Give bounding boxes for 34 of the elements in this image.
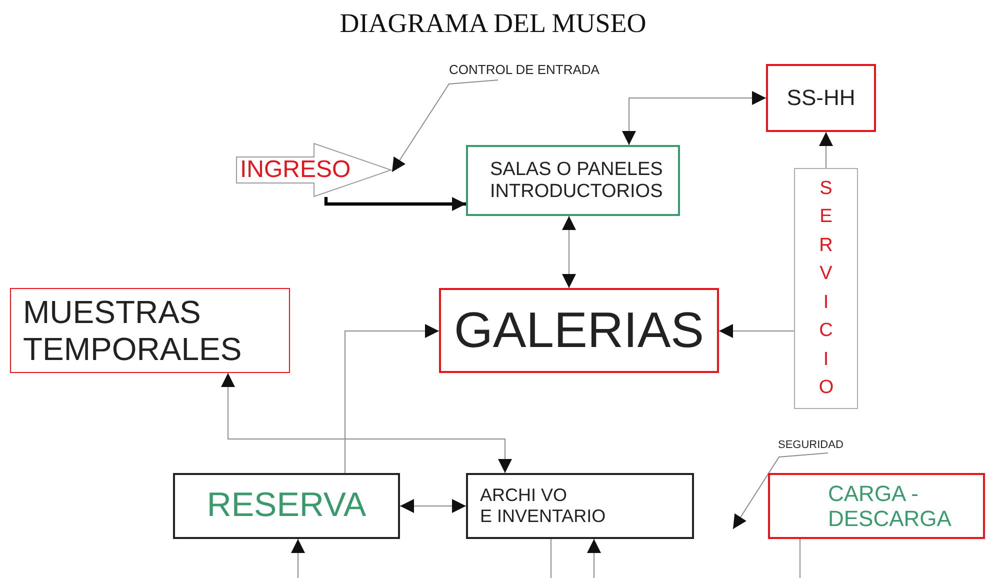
- arrow: [291, 538, 305, 578]
- process-box: [439, 288, 719, 373]
- arrow: [622, 91, 766, 146]
- process-box: [768, 473, 985, 539]
- vertical-label-box: [794, 168, 858, 409]
- annotation-text: CONTROL DE ENTRADA: [449, 62, 600, 78]
- arrow: [344, 324, 440, 474]
- arrow: [324, 197, 466, 211]
- arrow: [221, 372, 512, 474]
- annotation-text: SEGURIDAD: [778, 438, 844, 452]
- node-label: MUESTRAS TEMPORALES: [23, 294, 243, 368]
- process-box: [766, 64, 876, 132]
- node-label: ARCHI VO E INVENTARIO: [480, 485, 606, 527]
- node-label: SS-HH: [786, 85, 856, 111]
- process-box: [466, 473, 694, 539]
- arrow: [819, 132, 833, 168]
- process-box: [173, 473, 400, 539]
- node-label: INGRESO: [240, 156, 351, 184]
- node-label: RESERVA: [206, 486, 366, 526]
- arrow: [718, 324, 794, 338]
- arrow: [400, 499, 466, 513]
- diagram-title: DIAGRAMA DEL MUSEO: [340, 8, 646, 39]
- node-label: SERVICIO: [818, 176, 834, 400]
- entrance-arrow: [236, 143, 392, 197]
- node-label: CARGA - DESCARGA: [828, 480, 952, 532]
- process-box: [466, 145, 680, 216]
- arrow: [587, 538, 601, 578]
- node-label: SALAS O PANELES INTRODUCTORIOS: [490, 158, 664, 202]
- leader-line: [392, 80, 498, 172]
- leader-line: [732, 452, 828, 530]
- connector-line: [550, 538, 552, 578]
- node-label: GALERIAS: [454, 302, 704, 360]
- arrow: [562, 216, 576, 288]
- process-box: [10, 288, 290, 373]
